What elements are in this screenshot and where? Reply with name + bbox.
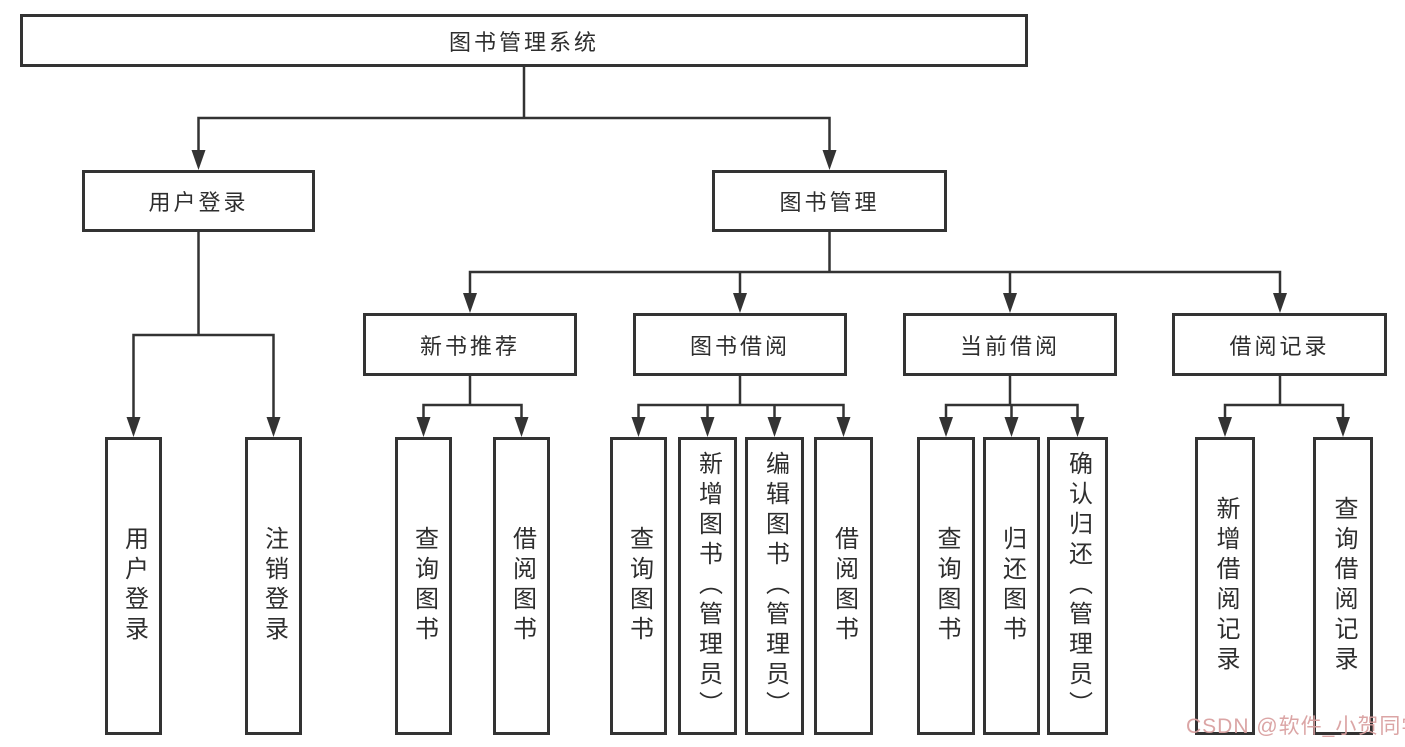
arrow-down-icon (836, 417, 851, 437)
leaf-query-books-recommend: 查询图书 (395, 437, 452, 735)
connector-root-to-level2 (197, 67, 831, 152)
arrow-down-icon (1003, 293, 1017, 313)
arrow-down-icon (266, 417, 281, 437)
arrow-down-icon (631, 417, 646, 437)
arrow-down-icon (767, 417, 782, 437)
connector-borrow-records-to-leaves (1223, 376, 1345, 419)
leaf-edit-book-admin: 编辑图书（管理员） (745, 437, 804, 735)
connector-current-borrow-to-leaves (944, 376, 1079, 419)
arrow-down-icon (1070, 417, 1085, 437)
leaf-confirm-return-admin: 确认归还（管理员） (1047, 437, 1108, 735)
arrow-down-icon (733, 293, 747, 313)
node-current-borrow: 当前借阅 (903, 313, 1117, 376)
node-new-book-recommend: 新书推荐 (363, 313, 577, 376)
leaf-add-borrow-record: 新增借阅记录 (1195, 437, 1255, 735)
node-book-management: 图书管理 (712, 170, 947, 232)
arrow-down-icon (191, 150, 206, 170)
leaf-user-login: 用户登录 (105, 437, 162, 735)
leaf-query-borrow-record: 查询借阅记录 (1313, 437, 1373, 735)
arrow-down-icon (1218, 417, 1232, 437)
node-book-borrow: 图书借阅 (633, 313, 847, 376)
arrowheads (126, 150, 1350, 437)
leaf-logout: 注销登录 (245, 437, 302, 735)
arrow-down-icon (514, 417, 529, 437)
leaf-borrow-books-recommend: 借阅图书 (493, 437, 550, 735)
arrow-down-icon (1004, 417, 1019, 437)
node-root-system: 图书管理系统 (20, 14, 1028, 67)
connector-user-login-to-leaves (132, 232, 275, 419)
arrow-down-icon (463, 293, 477, 313)
node-borrow-records: 借阅记录 (1172, 313, 1387, 376)
arrow-down-icon (700, 417, 715, 437)
leaf-query-books-current: 查询图书 (917, 437, 975, 735)
connector-book-borrow-to-leaves (637, 376, 845, 419)
arrow-down-icon (1336, 417, 1350, 437)
connector-new-book-rec-to-leaves (422, 376, 523, 419)
arrow-down-icon (822, 150, 837, 170)
arrow-down-icon (939, 417, 953, 437)
connector-book-mgmt-to-level3 (468, 232, 1282, 295)
leaf-add-book-admin: 新增图书（管理员） (678, 437, 737, 735)
leaf-query-books-borrow: 查询图书 (610, 437, 667, 735)
csdn-watermark: CSDN @软件_小贺同学 (1186, 715, 1405, 738)
arrow-down-icon (1273, 293, 1287, 313)
arrow-down-icon (126, 417, 141, 437)
leaf-borrow-books: 借阅图书 (814, 437, 873, 735)
arrow-down-icon (416, 417, 431, 437)
node-user-login: 用户登录 (82, 170, 315, 232)
leaf-return-book: 归还图书 (983, 437, 1040, 735)
